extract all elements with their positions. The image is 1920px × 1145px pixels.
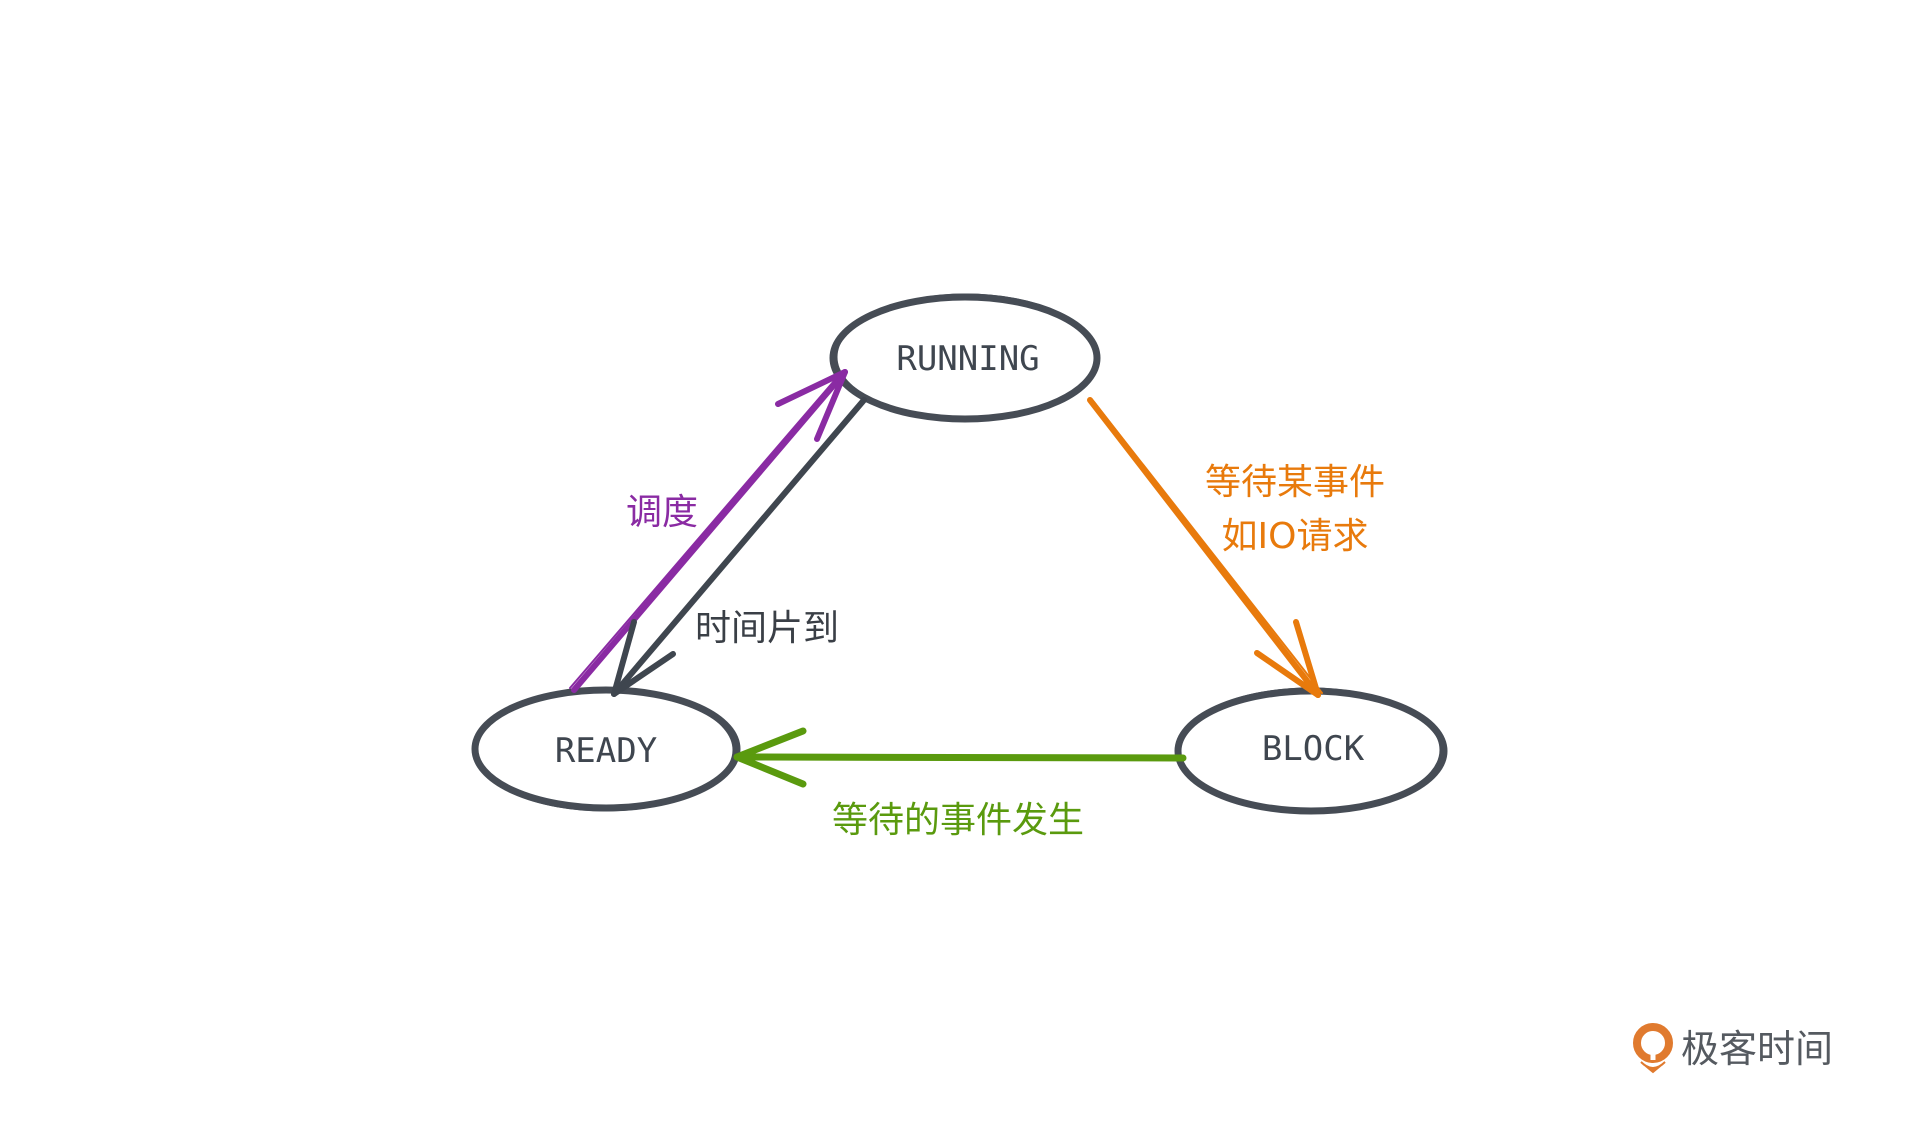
wait-event-arrowhead-icon (1254, 619, 1321, 698)
schedule-arrow-line-sketch (569, 373, 841, 689)
schedule-arrow-line (571, 369, 848, 693)
ready-label: READY (555, 731, 657, 771)
schedule-arrowhead-icon (775, 369, 848, 442)
geektime-logo-icon (1633, 1023, 1673, 1074)
state-node-running: RUNNING (829, 293, 1101, 423)
brand-logo: 极客时间 (1633, 1023, 1833, 1074)
state-node-ready: READY (471, 686, 741, 812)
running-label: RUNNING (896, 339, 1039, 379)
block-label: BLOCK (1262, 729, 1365, 769)
wait-event-arrow-line (1087, 397, 1321, 698)
ready-ellipse-sketch (474, 688, 736, 812)
wait-event-label-line-2: 如IO请求 (1222, 516, 1369, 557)
transition-timeslice: 时间片到 (611, 397, 867, 697)
brand-name: 极客时间 (1681, 1027, 1833, 1071)
timeslice-label: 时间片到 (695, 608, 839, 649)
wait-event-arrow-line-sketch (1093, 401, 1323, 694)
running-ellipse-sketch (834, 293, 1098, 421)
transition-schedule: 调度 (569, 369, 848, 693)
timeslice-arrowhead-icon (611, 619, 676, 697)
event-occurs-arrow-line (733, 753, 1187, 762)
transition-event-occurs: 等待的事件发生 (733, 727, 1187, 841)
timeslice-arrow-line (611, 397, 867, 697)
state-node-block: BLOCK (1174, 687, 1448, 815)
schedule-label: 调度 (626, 492, 698, 533)
transition-wait-event: 等待某事件 如IO请求 (1087, 397, 1385, 698)
event-occurs-label: 等待的事件发生 (832, 800, 1084, 841)
event-occurs-arrowhead-icon (733, 727, 807, 788)
wait-event-label-line-1: 等待某事件 (1205, 462, 1385, 503)
